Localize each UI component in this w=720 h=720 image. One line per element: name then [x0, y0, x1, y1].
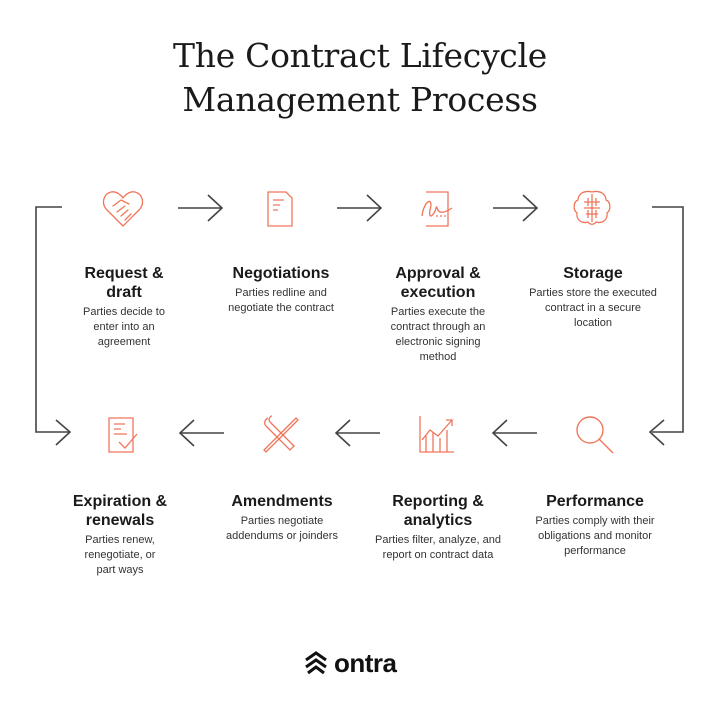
step-description: Parties execute the contract through an …	[390, 306, 486, 363]
step-heading: Negotiations	[232, 265, 330, 282]
step-request-draft: Request & draft Parties decide to enter …	[59, 264, 189, 350]
signature-icon	[414, 186, 458, 230]
step-heading: Approval &	[395, 265, 481, 282]
step-heading: Request &	[84, 265, 164, 282]
loop-arrowhead-left	[55, 419, 72, 446]
step-heading: renewals	[85, 512, 155, 529]
tools-icon	[258, 412, 302, 456]
loop-arrowhead-right	[648, 419, 665, 446]
title-line-1: The Contract Lifecycle	[173, 36, 547, 75]
step-heading: Storage	[563, 265, 623, 282]
step-reporting-analytics: Reporting & analytics Parties filter, an…	[373, 492, 503, 563]
step-heading: Performance	[546, 493, 644, 510]
step-description: Parties filter, analyze, and report on c…	[375, 534, 501, 561]
step-performance: Performance Parties comply with their ob…	[530, 492, 660, 559]
step-description: Parties negotiate addendums or joinders	[226, 515, 338, 542]
step-description: Parties decide to enter into an agreemen…	[83, 306, 165, 348]
step-heading: execution	[400, 284, 476, 301]
arrow-right-2	[337, 193, 383, 223]
logo-wordmark: ontra	[334, 648, 397, 678]
document-check-icon	[101, 412, 145, 456]
arrow-left-3	[491, 418, 537, 448]
step-heading: Amendments	[231, 493, 333, 510]
arrow-right-1	[178, 193, 224, 223]
arrow-left-2	[334, 418, 380, 448]
chart-icon	[414, 412, 458, 456]
step-heading: draft	[106, 284, 142, 301]
step-description: Parties renew, renegotiate, or part ways	[84, 534, 156, 576]
ontra-logo: ontra	[304, 648, 397, 679]
step-heading: Expiration &	[72, 493, 168, 510]
step-heading: Reporting &	[392, 493, 484, 510]
brain-circuit-icon	[570, 186, 614, 230]
title-line-2: Management Process	[182, 80, 538, 119]
step-negotiations: Negotiations Parties redline and negotia…	[216, 264, 346, 316]
handshake-heart-icon	[101, 186, 145, 230]
chevron-stack-icon	[305, 650, 327, 674]
step-description: Parties store the executed contract in a…	[529, 287, 657, 329]
step-expiration-renewals: Expiration & renewals Parties renew, ren…	[55, 492, 185, 578]
step-amendments: Amendments Parties negotiate addendums o…	[217, 492, 347, 544]
magnifier-icon	[572, 412, 616, 456]
page-title: The Contract Lifecycle Management Proces…	[0, 34, 720, 122]
step-description: Parties comply with their obligations an…	[535, 515, 655, 557]
step-heading: analytics	[403, 512, 473, 529]
document-icon	[258, 186, 302, 230]
step-approval-execution: Approval & execution Parties execute the…	[373, 264, 503, 365]
arrow-left-1	[178, 418, 224, 448]
step-storage: Storage Parties store the executed contr…	[528, 264, 658, 331]
arrow-right-3	[493, 193, 539, 223]
step-description: Parties redline and negotiate the contra…	[228, 287, 334, 314]
